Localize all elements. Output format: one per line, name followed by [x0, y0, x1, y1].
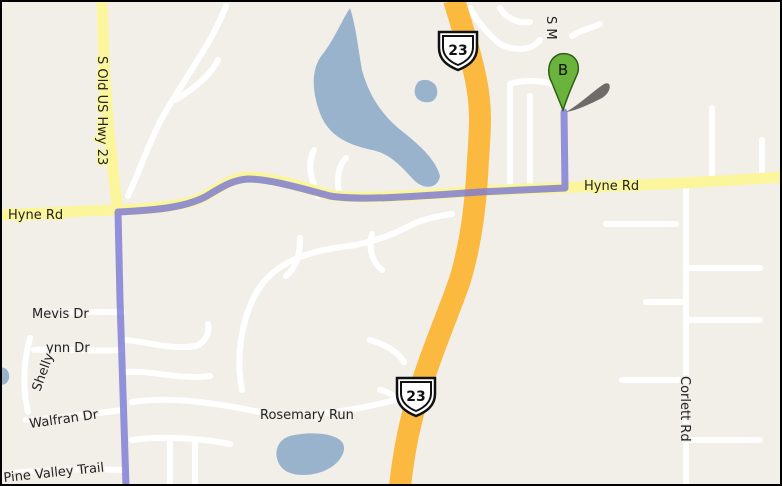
local-roads [0, 3, 765, 486]
pin-icon[interactable] [547, 52, 580, 113]
rosemary-run-label: Rosemary Run [260, 408, 354, 423]
road-east-of-route-2 [123, 368, 213, 380]
mevis-dr-label: Mevis Dr [32, 307, 89, 322]
road-south-stubs [129, 434, 233, 486]
road-east-of-route [123, 321, 212, 351]
road-south-loop [367, 231, 385, 273]
shield-number: 23 [406, 389, 425, 405]
corlett-rd-label: Corlett Rd [677, 376, 692, 442]
pond-small [414, 79, 438, 103]
hyne-rd-east-label: Hyne Rd [584, 179, 639, 194]
road-shelly [21, 335, 33, 415]
road-north-east [467, 5, 543, 52]
road-south-main [236, 211, 455, 393]
old-us-hwy-23-label: S Old US Hwy 23 [94, 56, 109, 165]
road-nw-diagonal [125, 3, 229, 199]
lake-south [276, 433, 345, 475]
road-n-east-stub [569, 21, 603, 39]
road-n-loop [507, 78, 555, 189]
old-us-hwy-23 [96, 0, 124, 213]
lake-north [313, 8, 440, 187]
marker-shadow [566, 83, 610, 112]
road-pine-valley [0, 466, 125, 477]
marker-label: B [558, 61, 568, 79]
water-bodies [0, 8, 440, 475]
us-23-shield-north: 23 [437, 30, 479, 72]
lynn-dr-label: ynn Dr [46, 341, 90, 356]
road-walfran [23, 407, 125, 423]
s-m-rd-label: S M [543, 16, 558, 40]
destination-marker[interactable]: B [547, 52, 610, 113]
road-lynn [31, 346, 125, 354]
shield-number: 23 [448, 43, 467, 59]
road-ne-stub [709, 105, 765, 181]
road-nw-2 [172, 57, 221, 103]
road-se-west [367, 337, 407, 365]
road-south-branch [283, 235, 303, 279]
hyne-rd-west-label: Hyne Rd [8, 208, 63, 223]
driving-route [114, 108, 569, 486]
road-rosemary [129, 396, 398, 418]
pond-left [0, 367, 10, 385]
us-23-shield-south: 23 [395, 376, 437, 418]
road-north-east-2 [497, 5, 533, 26]
